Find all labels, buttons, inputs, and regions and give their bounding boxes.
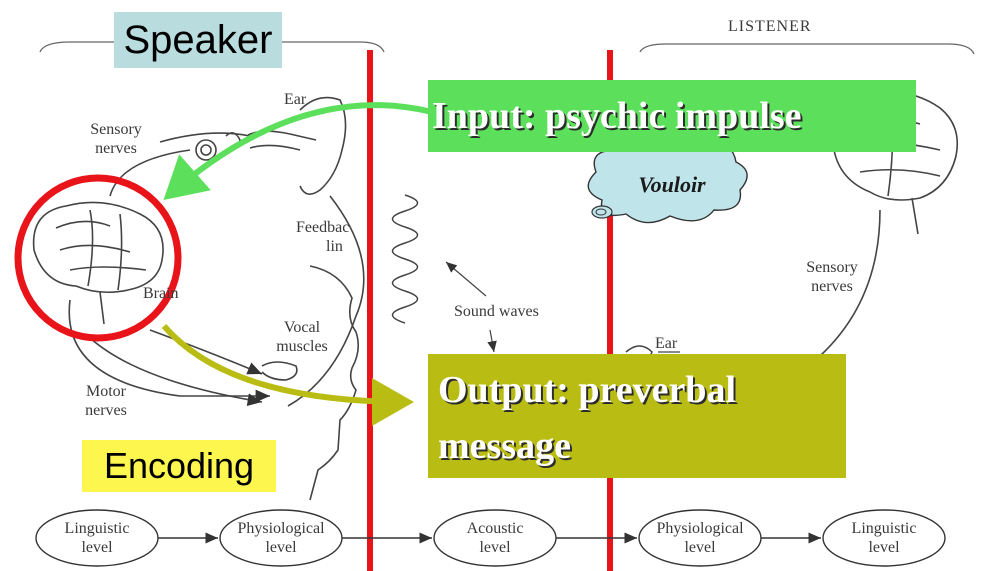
motor-nerves-label: Motor nerves [66, 382, 146, 420]
brain-label: Brain [143, 285, 179, 302]
motor-line1: Motor [86, 383, 126, 400]
encoding-label: Encoding [82, 440, 276, 492]
sensory-nerves-line2: nerves [95, 140, 137, 157]
speaker-ear-label: Ear [284, 91, 307, 108]
sound-waves-pointer-down [487, 329, 497, 353]
listener-ear-label: Ear [655, 335, 678, 352]
level-4-line1: Physiological [656, 520, 744, 537]
speaker-head-drawing [261, 265, 360, 501]
level-1-line2: level [81, 539, 113, 556]
input-arrow [163, 102, 433, 200]
level-3-line2: level [479, 539, 511, 556]
listener-sensory-line1: Sensory [806, 259, 858, 276]
listener-bracket [639, 43, 975, 55]
sound-waves-pointer-up [445, 261, 487, 297]
sensory-nerves-line1: Sensory [90, 121, 142, 138]
speaker-label: Speaker [114, 12, 282, 68]
level-chain [35, 509, 946, 567]
speaker-brain-drawing [32, 201, 164, 325]
level-label-1: Linguistic level [42, 519, 152, 557]
sensory-nerves-label: Sensory nerves [76, 120, 156, 158]
vouloir-cloud-bubble [591, 205, 613, 219]
level-5-line1: Linguistic [851, 520, 917, 537]
sound-waves-label: Sound waves [454, 303, 539, 320]
level-3-line1: Acoustic [466, 520, 524, 537]
level-node-5 [822, 509, 946, 567]
input-label: Input: psychic impulse [428, 80, 916, 152]
output-label-line1: Output: preverbal [438, 369, 737, 411]
vocal-line1: Vocal [283, 319, 321, 336]
level-label-3: Acoustic level [440, 519, 550, 557]
listener-sensory-nerves-label: Sensory nerves [792, 258, 872, 296]
level-4-line2: level [684, 539, 716, 556]
vocal-muscles-label: Vocal muscles [262, 318, 342, 356]
brain-highlight-circle [14, 174, 182, 342]
level-label-2: Physiological level [226, 519, 336, 557]
output-label-line2: message [438, 425, 571, 467]
output-label: Output: preverbal message [428, 354, 846, 478]
vouloir-cloud-bubble-inner [595, 208, 607, 216]
listener-label: LISTENER [728, 18, 812, 35]
level-label-4: Physiological level [645, 519, 755, 557]
vocal-line2: muscles [276, 338, 328, 355]
motor-line2: nerves [85, 402, 127, 419]
output-arrow [161, 324, 414, 426]
feedback-line2: lin [326, 238, 343, 255]
level-5-line2: level [868, 539, 900, 556]
sound-waves-drawing [391, 194, 419, 324]
listener-sensory-line2: nerves [811, 278, 853, 295]
level-label-5: Linguistic level [829, 519, 939, 557]
feedback-link-label: Feedbac lin [296, 218, 370, 256]
vouloir-label: Vouloir [638, 172, 706, 197]
level-2-line1: Physiological [237, 520, 325, 537]
level-2-line2: level [265, 539, 297, 556]
level-1-line1: Linguistic [64, 520, 130, 537]
feedback-line1: Feedbac [296, 219, 350, 236]
speaker-nerve-paths [68, 132, 365, 407]
